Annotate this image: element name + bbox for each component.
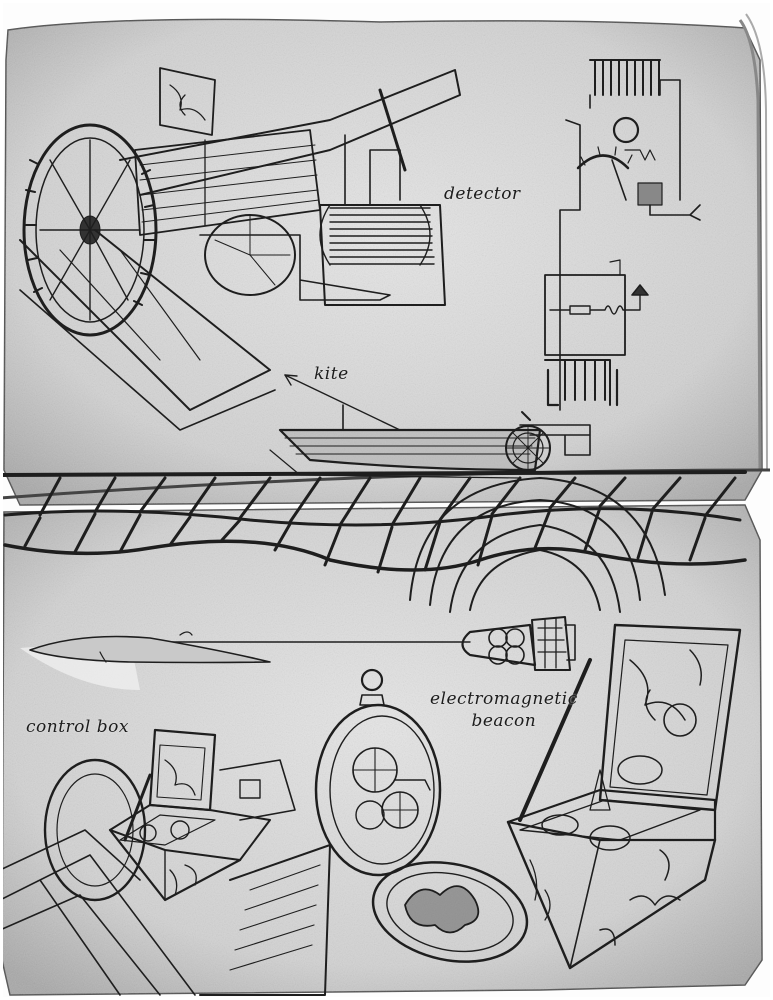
control-box-label: control box	[26, 717, 129, 737]
fish-sketch	[29, 631, 271, 664]
circuit-schematic	[544, 59, 701, 411]
beacon-label-line2: beacon	[471, 711, 537, 731]
beacon-label-line1: electromagnetic	[430, 689, 578, 709]
beacon-waves	[409, 477, 666, 613]
boat-sketch	[269, 374, 591, 479]
water-surface	[0, 470, 747, 574]
electromagnetic-beacon-label: electromagnetic beacon	[430, 688, 578, 732]
cart-sketch	[19, 67, 461, 431]
open-box	[506, 623, 742, 970]
control-box	[0, 728, 331, 996]
detector-coil	[319, 204, 446, 306]
upper-page	[3, 13, 768, 506]
kite-label: kite	[314, 364, 349, 384]
detector-label: detector	[444, 184, 521, 204]
lower-page	[1, 504, 763, 996]
pocket-watch	[314, 668, 529, 963]
electromagnetic-beacon-device	[139, 616, 576, 671]
kite-line	[284, 374, 401, 431]
